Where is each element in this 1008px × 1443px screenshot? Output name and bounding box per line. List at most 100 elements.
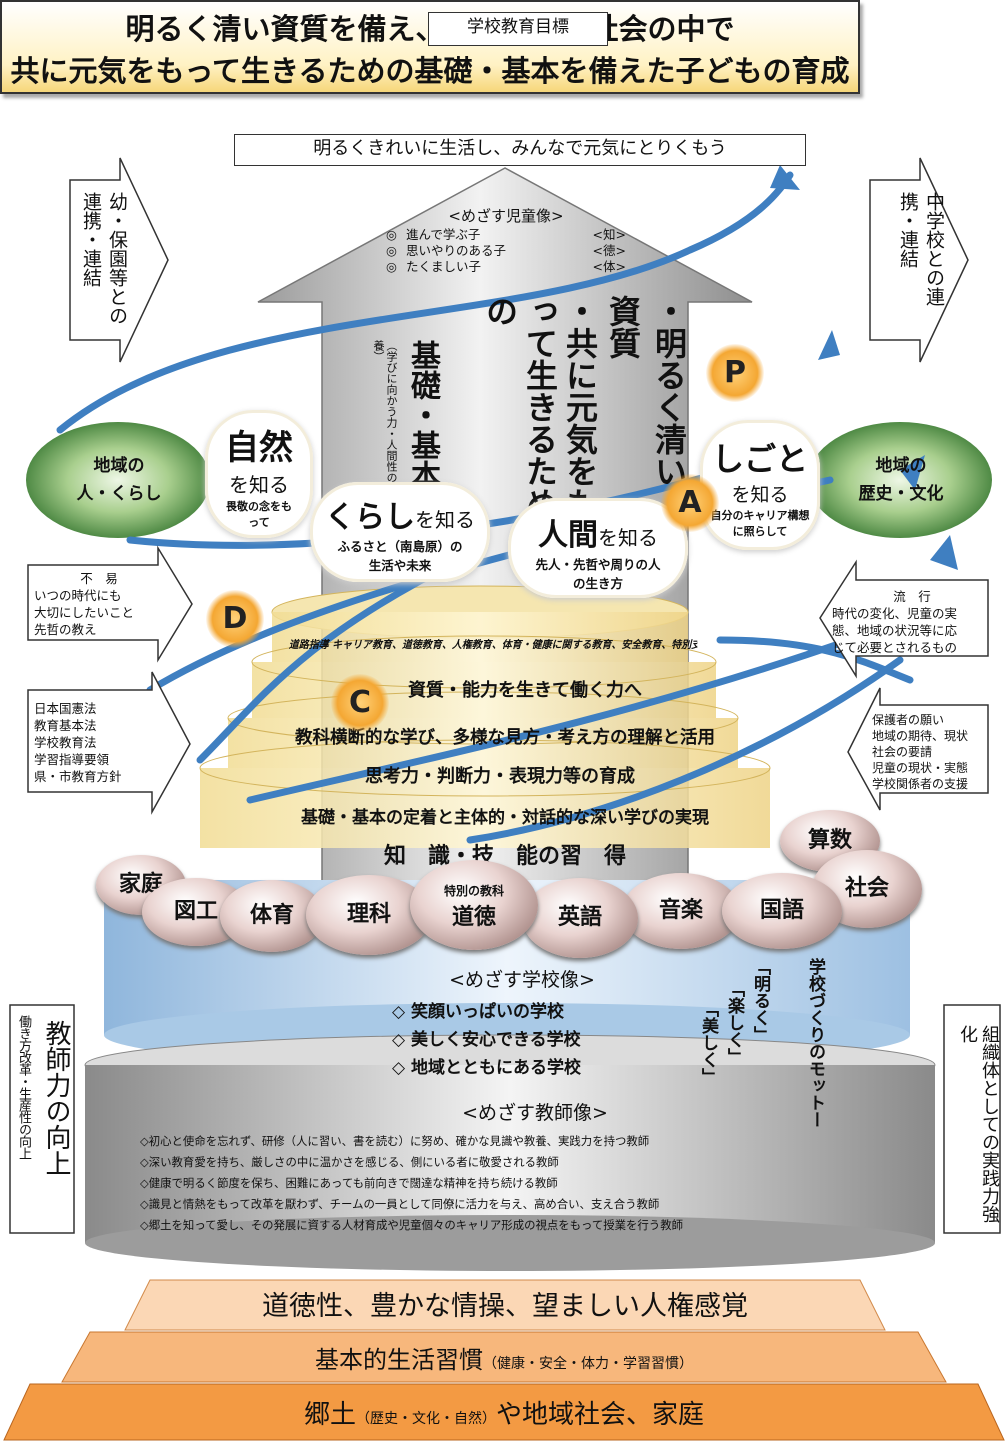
double-circle-icon: ◎ bbox=[386, 243, 397, 258]
teacher-image-item: ◇初心と使命を忘れず、研修（人に習い、書を読む）に努め、確かな見識や教養、実践力… bbox=[140, 1134, 650, 1148]
foundation-2-main: 基本的生活習慣 bbox=[315, 1346, 483, 1374]
subject-stone-moral: 特別の教科 道徳 bbox=[410, 860, 538, 950]
child-image-item: ◎ たくましい子 <体> bbox=[386, 259, 626, 275]
workstyle-reform: 働き方改革・生産性の向上 bbox=[16, 1015, 31, 1159]
tier-5: 基礎・基本の定着と主体的・対話的な深い学びの実現 bbox=[301, 808, 709, 828]
community-left: 地域の 人・くらし bbox=[76, 456, 162, 504]
foundation-3-a: 郷土 bbox=[303, 1400, 356, 1430]
cycle-a-badge: A bbox=[661, 474, 719, 532]
child-image-item: ◎ 思いやりのある子 <徳> bbox=[386, 243, 626, 259]
cloud-nature-big: 自然 bbox=[225, 428, 293, 468]
child-image-text: 進んで学ぶ子 bbox=[406, 227, 481, 242]
motto-title: 学校づくりのモットー bbox=[805, 958, 825, 1128]
cloud-human-sub: 先人・先哲や周りの人の生き方 bbox=[535, 557, 661, 591]
cloud-life-big: くらし bbox=[325, 500, 415, 535]
foundation-3-b: や地域社会、家庭 bbox=[496, 1400, 705, 1430]
cloud-work-rest: を知る bbox=[731, 484, 789, 506]
child-image-tag: <体> bbox=[592, 259, 626, 274]
trend-line: 態、地域の状況等に応 bbox=[832, 623, 958, 638]
quality-col-3: 基礎・基本 bbox=[405, 340, 440, 490]
law-item: 日本国憲法 bbox=[34, 701, 97, 716]
unchanging-box: 不 易 いつの時代にも 大切にしたいこと 先哲の教え bbox=[34, 570, 164, 638]
teacher-image-item: ◇識見と情熱をもって改革を厭わず、チームの一員として同僚に活力を与え、高め合い、… bbox=[140, 1197, 660, 1211]
subject-stone-music: 音楽 bbox=[622, 873, 740, 949]
wish-item: 地域の期待、現状 bbox=[872, 729, 969, 743]
trend-line: 時代の変化、児童の実 bbox=[832, 606, 958, 621]
tier-2: 資質・能力を生きて働く力へ bbox=[408, 680, 642, 701]
tier-1: 道路指導 キャリア教育、道徳教育、人権教育、体育・健康に関する教育、安全教育、特… bbox=[288, 639, 698, 651]
cloud-life-heading: くらしを知る bbox=[310, 492, 490, 536]
unchanging-title: 不 易 bbox=[80, 571, 118, 586]
cycle-d-badge: D bbox=[206, 590, 264, 648]
motto-item: 「楽しく」 bbox=[724, 980, 744, 1065]
foundation-1: 道徳性、豊かな情操、望ましい人権感覚 bbox=[262, 1291, 748, 1322]
cloud-life-rest: を知る bbox=[415, 508, 475, 532]
cloud-nature-rest: を知る bbox=[229, 473, 289, 497]
double-circle-icon: ◎ bbox=[386, 259, 397, 274]
subject-stone-english: 英語 bbox=[522, 878, 638, 958]
teacher-power: 教師力の向上 bbox=[41, 1020, 71, 1176]
school-image-item: ◇ 美しく安心できる学校 bbox=[392, 1030, 581, 1050]
motto-item: 「明るく」 bbox=[750, 958, 770, 1043]
slogan: 明るくきれいに生活し、みんなで元気にとりくもう bbox=[234, 134, 806, 166]
wish-item: 保護者の願い bbox=[872, 713, 945, 727]
cycle-c-badge: C bbox=[331, 674, 389, 732]
school-image: <めざす学校像> ◇ 笑顔いっぱいの学校 ◇ 美しく安心できる学校 ◇ 地域とと… bbox=[392, 965, 652, 1082]
cloud-human-rest: を知る bbox=[598, 526, 658, 550]
laws-box: 日本国憲法 教育基本法 学校教育法 学習指導要領 県・市教育方針 bbox=[34, 700, 154, 785]
cloud-life: くらしを知る ふるさと（南島原）の生活や未来 bbox=[310, 482, 490, 582]
cycle-p-badge: P bbox=[706, 344, 764, 402]
law-item: 教育基本法 bbox=[34, 718, 97, 733]
unchanging-line: いつの時代にも bbox=[34, 588, 122, 603]
cloud-human: 人間を知る 先人・先哲や周りの人の生き方 bbox=[508, 498, 688, 598]
trend-line: じて必要とされるもの bbox=[832, 640, 958, 655]
teacher-image-item: ◇深い教育愛を持ち、厳しさの中に温かさを感じる、側にいる者に敬愛される教師 bbox=[140, 1155, 559, 1169]
community-right: 地域の 歴史・文化 bbox=[858, 456, 944, 504]
school-image-item: ◇ 地域とともにある学校 bbox=[392, 1058, 581, 1078]
subject-moral: 道徳 bbox=[451, 904, 496, 930]
jhs-link-text: 中学校との連携・連結 bbox=[897, 192, 945, 306]
unchanging-line: 大切にしたいこと bbox=[34, 605, 135, 620]
quality-col-1: ・明るく清い資質 bbox=[604, 295, 688, 487]
child-image-title: <めざす児童像> bbox=[448, 207, 564, 225]
foundation-2: 基本的生活習慣（健康・安全・体力・学習習慣） bbox=[62, 1340, 946, 1375]
tier-4: 思考力・判断力・表現力等の育成 bbox=[365, 766, 635, 787]
goal-line-2: 共に元気をもって生きるための基礎・基本を備えた子どもの育成 bbox=[10, 54, 850, 88]
quality-col-4: （学びに向かう力・人間性の涵養） bbox=[372, 340, 398, 494]
foundation-2-sub: （健康・安全・体力・学習習慣） bbox=[483, 1356, 693, 1372]
tier-3: 教科横断的な学び、多様な見方・考え方の理解と活用 bbox=[295, 728, 715, 748]
org-power: 組織体としての実践力強化 bbox=[957, 1025, 1000, 1223]
foundation-3: 郷土（歴史・文化・自然）や地域社会、家庭 bbox=[4, 1394, 1004, 1431]
cloud-work-big: しごと bbox=[711, 440, 808, 478]
child-image-tag: <知> bbox=[592, 227, 626, 242]
quality-col-2: ・共に元気をもって生きるための bbox=[481, 295, 599, 519]
wishes-box: 保護者の願い 地域の期待、現状 社会の要請 児童の現状・実態 学校関係者の支援 bbox=[872, 712, 994, 792]
cloud-nature: 自然 を知る 畏敬の念をもって bbox=[205, 410, 313, 538]
cloud-work: しごと を知る 自分のキャリア構想に照らして bbox=[700, 420, 820, 550]
school-image-item: ◇ 笑顔いっぱいの学校 bbox=[392, 1002, 564, 1022]
wish-item: 社会の要請 bbox=[872, 745, 933, 759]
child-image: <めざす児童像> ◎ 進んで学ぶ子 <知> ◎ 思いやりのある子 <徳> ◎ た… bbox=[386, 208, 626, 275]
unchanging-line: 先哲の教え bbox=[34, 622, 97, 637]
child-image-tag: <徳> bbox=[592, 243, 626, 258]
cloud-life-sub: ふるさと（南島原）の生活や未来 bbox=[337, 539, 463, 573]
cloud-human-heading: 人間を知る bbox=[508, 510, 688, 554]
subject-stone-japanese: 国語 bbox=[722, 873, 842, 949]
law-item: 学校教育法 bbox=[34, 735, 97, 750]
child-image-text: 思いやりのある子 bbox=[406, 243, 507, 258]
teacher-image-item: ◇健康で明るく節度を保ち、困難にあっても前向きで闊達な精神を持ち続ける教師 bbox=[140, 1176, 558, 1190]
double-circle-icon: ◎ bbox=[386, 227, 397, 242]
wish-item: 学校関係者の支援 bbox=[872, 777, 969, 791]
preschool-link-text: 幼・保園等との連携・連結 bbox=[80, 192, 128, 325]
trend-title: 流 行 bbox=[893, 589, 931, 604]
child-image-text: たくましい子 bbox=[406, 259, 482, 274]
motto-item: 「美しく」 bbox=[698, 1000, 718, 1085]
goal-label: 学校教育目標 bbox=[428, 12, 608, 46]
trend-box: 流 行 時代の変化、児童の実 態、地域の状況等に応 じて必要とされるもの bbox=[832, 588, 992, 656]
child-image-item: ◎ 進んで学ぶ子 <知> bbox=[386, 227, 626, 243]
law-item: 学習指導要領 bbox=[34, 752, 110, 767]
teacher-image: <めざす教師像> ◇初心と使命を忘れず、研修（人に習い、書を読む）に努め、確かな… bbox=[140, 1098, 930, 1236]
cloud-work-sub: 自分のキャリア構想に照らして bbox=[710, 509, 810, 538]
teacher-image-item: ◇郷土を知って愛し、その発展に資する人材育成や児童個々のキャリア形成の視点をもっ… bbox=[140, 1218, 683, 1232]
